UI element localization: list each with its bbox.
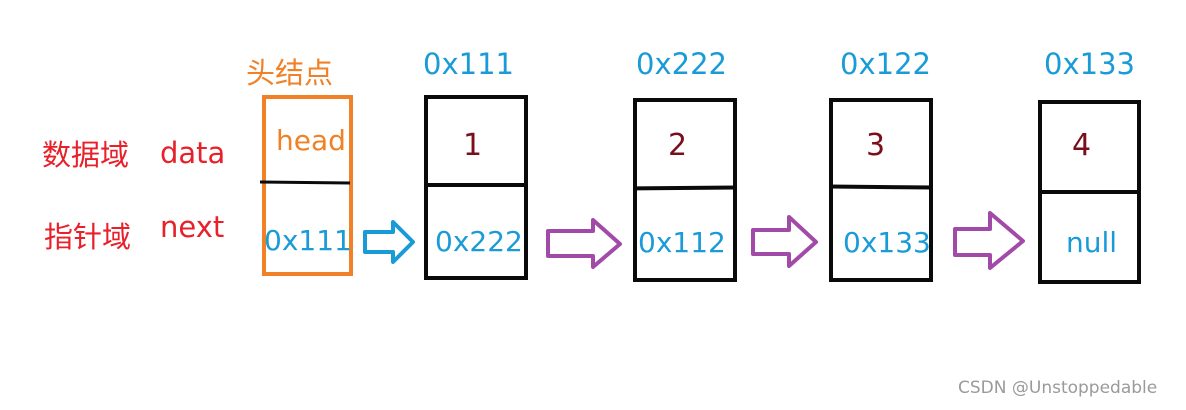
node-1-address: 0x111 [423,47,514,81]
arrow-node-2-to-node-3 [751,215,818,268]
node-2-data: 2 [668,128,688,163]
node-2-address: 0x222 [636,47,727,81]
node-3-box [829,98,933,282]
head-node-box [262,95,353,276]
node-2-box [633,98,737,282]
head-node-data: head [276,124,346,157]
node-3-address: 0x122 [840,47,931,81]
node-3-data: 3 [866,128,886,163]
head-node-next: 0x111 [264,224,352,257]
node-1-data: 1 [463,128,483,163]
node-1-box [424,95,528,280]
node-4-data: 4 [1072,128,1092,163]
data-field-label-en: data [160,136,226,170]
pointer-field-label-cn: 指针域 [44,220,132,254]
arrow-node-1-to-node-2 [546,218,622,269]
head-node-label: 头结点 [246,56,334,90]
data-field-label-cn: 数据域 [42,138,130,172]
arrow-node-3-to-node-4 [953,211,1025,270]
node-1-divider [424,183,528,187]
node-4-divider [1038,190,1141,194]
node-4-address: 0x133 [1044,47,1135,81]
node-4-next: null [1066,226,1118,259]
watermark: CSDN @Unstoppedable [958,378,1158,398]
pointer-field-label-en: next [160,210,225,244]
node-1-next: 0x222 [435,225,523,258]
arrow-head-to-node-1 [363,220,415,264]
node-3-next: 0x133 [843,226,931,259]
node-2-next: 0x112 [638,226,726,259]
